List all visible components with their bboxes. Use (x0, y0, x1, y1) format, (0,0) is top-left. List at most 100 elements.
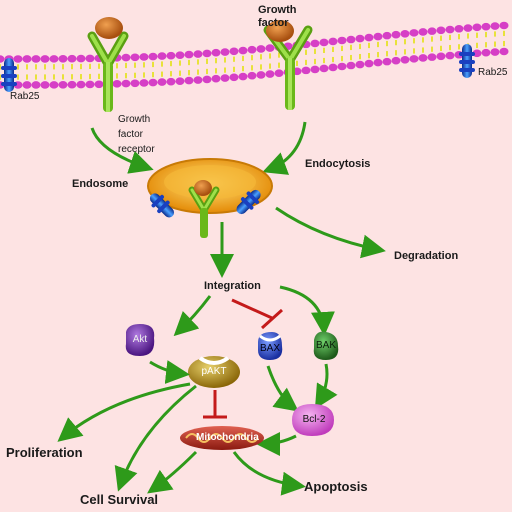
arrow-endocytosis (262, 121, 307, 175)
lipid-head (445, 51, 455, 60)
lipid-head (346, 61, 356, 70)
lipid-head (409, 29, 419, 37)
lipid-head (220, 48, 230, 56)
lipid-head (382, 57, 392, 66)
akt-protein (125, 324, 155, 356)
pakt-protein (188, 356, 240, 388)
label-rab25-left: Rab25 (10, 91, 40, 102)
lipid-head (310, 39, 320, 48)
lipid-head (247, 71, 257, 80)
label-endosome: Endosome (72, 178, 129, 190)
arrow-bcl2-to-mitochondria (256, 431, 297, 456)
arrow-receptor-to-endosome (90, 127, 154, 174)
label-proliferation: Proliferation (6, 445, 83, 460)
lipid-head (418, 28, 428, 36)
label-bcl2: Bcl-2 (302, 414, 326, 425)
bax-protein (258, 332, 283, 360)
lipid-head (265, 70, 275, 78)
lipid-head (13, 55, 23, 63)
lipid-head (112, 80, 122, 88)
lipid-head (373, 58, 383, 67)
lipid-head (139, 79, 149, 87)
lipid-head (436, 52, 446, 61)
lipid-head (472, 49, 482, 58)
arrow-integration-to-akt (173, 295, 212, 337)
bcl2-protein (292, 404, 334, 436)
lipid-head (355, 34, 365, 43)
lipid-head (148, 52, 158, 61)
label-degradation: Degradation (394, 250, 459, 262)
lipid-head (67, 54, 77, 63)
arrow-akt-to-pakt (149, 360, 190, 384)
lipid-head (463, 24, 473, 32)
lipid-head (49, 81, 59, 89)
arrow-bak-to-bcl2 (314, 363, 338, 410)
lipid-head (184, 76, 194, 85)
lipid-head (445, 25, 455, 34)
arrow-pakt-to-survival (114, 384, 197, 492)
lipid-head (76, 54, 86, 63)
label-bax: BAX (259, 343, 280, 354)
lipid-head (58, 55, 68, 63)
lipid-head (427, 53, 437, 61)
arrow-to-degradation (275, 206, 386, 259)
lipid-head (481, 22, 491, 31)
lipid-head (373, 32, 383, 41)
lipid-head (328, 37, 338, 46)
lipid-head (67, 80, 77, 89)
lipid-head (337, 62, 347, 71)
label-apoptosis: Apoptosis (304, 479, 368, 494)
lipid-head (85, 54, 95, 63)
label-bak: BAK (315, 340, 336, 351)
lipid-head (130, 53, 140, 62)
lipid-head (166, 51, 176, 60)
lipid-head (328, 63, 338, 72)
arrow-integration-to-bak (279, 285, 335, 336)
growth-factor-receptor-left (87, 17, 129, 112)
lipid-head (121, 79, 131, 88)
lipid-head (58, 81, 68, 89)
lipid-head (211, 48, 221, 57)
lipid-head (238, 72, 248, 81)
cell-membrane (0, 21, 509, 89)
lipid-head (265, 44, 275, 52)
lipid-head (40, 81, 50, 89)
lipid-head (319, 64, 329, 73)
lipid-head (499, 47, 509, 56)
label-growth-factor: Growth factor (258, 4, 297, 29)
lipid-head (184, 50, 194, 59)
lipid-head (22, 55, 32, 63)
lipid-head (202, 49, 212, 58)
lipid-head (220, 74, 230, 82)
lipid-head (274, 69, 284, 77)
lipid-head (76, 80, 86, 89)
lipid-head (364, 59, 374, 68)
lipid-head (148, 78, 158, 87)
lipid-head (229, 47, 239, 56)
lipid-head (427, 27, 437, 35)
lipid-head (0, 55, 5, 63)
lipid-head (391, 30, 401, 39)
lipid-head (481, 48, 491, 57)
rab25-left-protein (1, 58, 17, 92)
endosome (147, 158, 273, 238)
lipid-head (256, 71, 266, 79)
lipid-head (157, 52, 167, 60)
label-akt: Akt (132, 334, 148, 345)
lipid-head (175, 51, 185, 59)
mitochondria-organelle (180, 426, 264, 450)
lipid-head (40, 55, 50, 63)
lipid-head (121, 53, 131, 62)
lipid-head (211, 74, 221, 83)
lipid-head (49, 55, 59, 63)
lipid-head (31, 81, 41, 89)
lipid-head (436, 26, 446, 35)
rab25-right-protein (459, 44, 475, 78)
lipid-head (175, 77, 185, 85)
label-cell-survival: Cell Survival (80, 492, 159, 507)
lipid-head (166, 77, 176, 86)
lipid-head (202, 75, 212, 84)
lipid-head (256, 45, 266, 53)
growth-factor-receptor-right (263, 20, 313, 110)
